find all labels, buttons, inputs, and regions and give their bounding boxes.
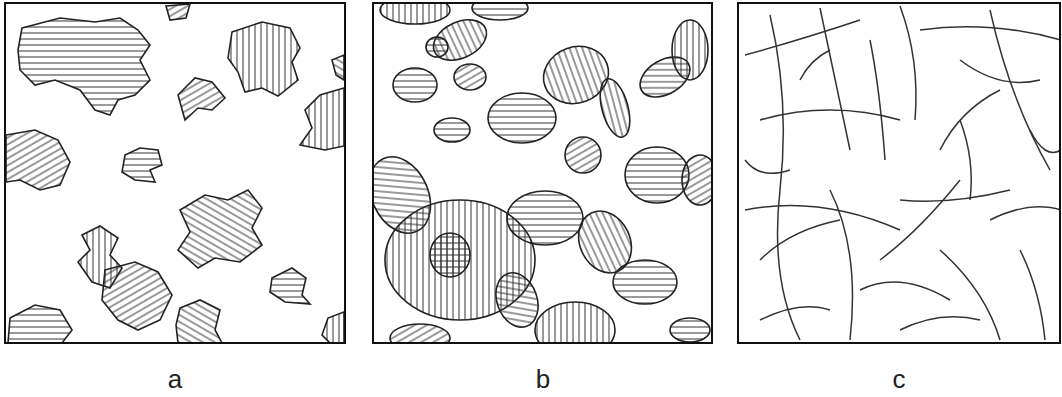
panel-label: c — [893, 366, 906, 392]
panel-frame — [738, 3, 1060, 343]
panel-frame — [373, 3, 712, 343]
overlapping-domains — [374, 4, 711, 342]
line-network — [745, 6, 1061, 340]
panel-label: a — [168, 366, 182, 392]
panel-frame — [5, 3, 345, 343]
isolated-domains — [6, 4, 344, 342]
panel-label: b — [536, 366, 550, 392]
